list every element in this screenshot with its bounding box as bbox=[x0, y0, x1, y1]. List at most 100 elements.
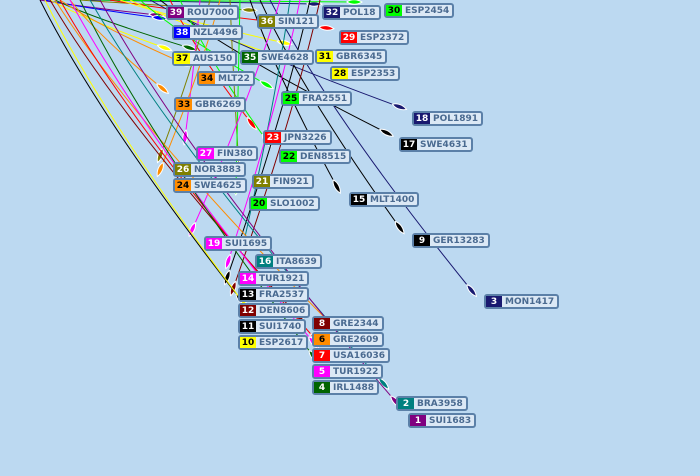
position-badge: 28 bbox=[332, 68, 348, 79]
boat-marker-icon[interactable] bbox=[391, 102, 408, 111]
position-badge: 29 bbox=[341, 32, 357, 43]
position-badge: 14 bbox=[240, 273, 256, 284]
position-badge: 3 bbox=[486, 296, 502, 307]
boat-name: AUS150 bbox=[193, 53, 233, 64]
track-rou7000 bbox=[39, 0, 158, 16]
position-badge: 32 bbox=[324, 7, 340, 18]
boat-name: ESP2454 bbox=[405, 5, 450, 16]
position-badge: 21 bbox=[254, 176, 270, 187]
boat-name: SUI1695 bbox=[225, 238, 268, 249]
position-badge: 7 bbox=[314, 350, 330, 361]
boat-name: GBR6269 bbox=[195, 99, 242, 110]
boat-marker-icon[interactable] bbox=[331, 179, 342, 195]
position-badge: 23 bbox=[265, 132, 281, 143]
boat-marker-icon[interactable] bbox=[245, 116, 258, 131]
position-badge: 19 bbox=[206, 238, 222, 249]
boat-marker-icon[interactable] bbox=[306, 1, 323, 7]
boat-marker-icon[interactable] bbox=[379, 127, 395, 138]
boat-name: SUI1683 bbox=[429, 415, 472, 426]
position-badge: 8 bbox=[314, 318, 330, 329]
position-badge: 33 bbox=[176, 99, 192, 110]
boat-marker-icon[interactable] bbox=[224, 253, 233, 270]
boat-name: GER13283 bbox=[433, 235, 485, 246]
position-badge: 15 bbox=[351, 194, 367, 205]
boat-name: MLT1400 bbox=[370, 194, 415, 205]
boat-name: GBR6345 bbox=[336, 51, 383, 62]
position-badge: 5 bbox=[314, 366, 330, 377]
boat-name: JPN3226 bbox=[284, 132, 327, 143]
boat-name: GRE2344 bbox=[333, 318, 379, 329]
boat-name: USA16036 bbox=[333, 350, 386, 361]
boat-name: TUR1922 bbox=[333, 366, 379, 377]
boat-marker-icon[interactable] bbox=[181, 44, 198, 53]
boat-marker-icon[interactable] bbox=[241, 7, 258, 13]
boat-name: ROU7000 bbox=[187, 7, 234, 18]
track-mlt22 bbox=[59, 0, 184, 64]
position-badge: 12 bbox=[240, 305, 256, 316]
boat-marker-icon[interactable] bbox=[394, 220, 406, 235]
position-badge: 10 bbox=[240, 337, 256, 348]
position-badge: 27 bbox=[198, 148, 214, 159]
boat-name: ITA8639 bbox=[276, 256, 317, 267]
position-badge: 30 bbox=[386, 5, 402, 16]
boat-marker-icon[interactable] bbox=[318, 25, 335, 31]
boat-name: DEN8606 bbox=[259, 305, 306, 316]
boat-name: NZL4496 bbox=[193, 27, 238, 38]
track-gre2344 bbox=[49, 0, 301, 319]
track-fra2537 bbox=[226, 0, 311, 279]
position-badge: 1 bbox=[410, 415, 426, 426]
boat-marker-icon[interactable] bbox=[465, 283, 478, 298]
position-badge: 6 bbox=[314, 334, 330, 345]
boat-marker-icon[interactable] bbox=[346, 0, 363, 5]
boat-marker-icon[interactable] bbox=[155, 161, 165, 178]
boat-name: IRL1488 bbox=[333, 382, 375, 393]
boat-marker-icon[interactable] bbox=[155, 82, 170, 95]
boat-name: FRA2551 bbox=[302, 93, 348, 104]
boat-marker-icon[interactable] bbox=[156, 43, 173, 52]
boat-marker-icon[interactable] bbox=[259, 79, 274, 90]
position-badge: 22 bbox=[281, 151, 297, 162]
position-badge: 13 bbox=[240, 289, 256, 300]
position-badge: 38 bbox=[174, 27, 190, 38]
